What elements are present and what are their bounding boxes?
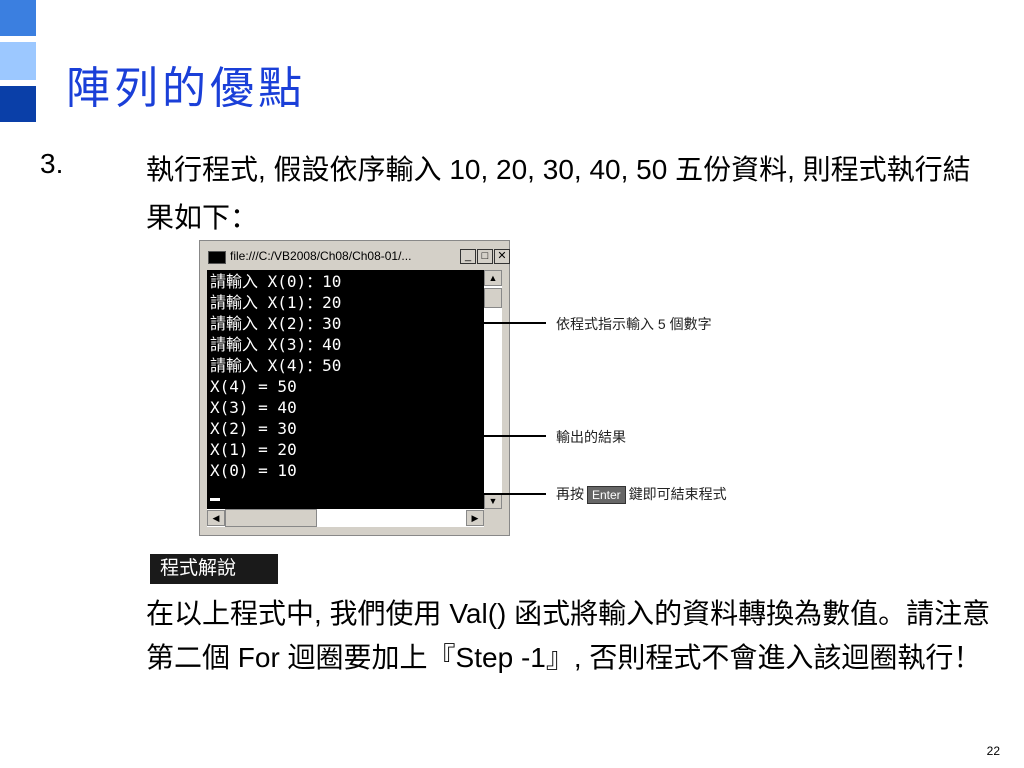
minimize-button[interactable]: _ xyxy=(460,249,476,264)
scroll-left-arrow-icon[interactable]: ◀ xyxy=(207,510,225,526)
annotation-end-prefix: 再按 xyxy=(556,486,584,502)
input-bracket xyxy=(362,276,383,375)
slide-title: 陣列的優點 xyxy=(66,63,306,114)
scroll-right-arrow-icon[interactable]: ▶ xyxy=(466,510,484,526)
window-titlebar[interactable]: file:///C:/VB2008/Ch08/Ch08-01/... _ □ ✕ xyxy=(206,248,510,266)
output-bracket xyxy=(312,387,332,485)
console-line: X(1) = 20 xyxy=(210,440,297,459)
console-window[interactable]: file:///C:/VB2008/Ch08/Ch08-01/... _ □ ✕… xyxy=(199,240,510,536)
console-line: 請輸入 X(1)：20 xyxy=(210,293,342,312)
vertical-scroll-thumb[interactable] xyxy=(484,288,502,308)
console-line: X(3) = 40 xyxy=(210,398,297,417)
page-number: 22 xyxy=(986,744,1000,758)
maximize-button[interactable]: □ xyxy=(477,249,493,264)
console-output[interactable]: 請輸入 X(0)：10 請輸入 X(1)：20 請輸入 X(2)：30 請輸入 … xyxy=(207,270,484,509)
step-description: 執行程式, 假設依序輸入 10, 20, 30, 40, 50 五份資料, 則程… xyxy=(146,154,971,233)
annotation-output: 輸出的結果 xyxy=(556,429,626,445)
decor-square-top xyxy=(0,0,36,36)
close-button[interactable]: ✕ xyxy=(494,249,510,264)
item-number: 3. xyxy=(40,148,64,179)
console-line: X(0) = 10 xyxy=(210,461,297,480)
console-line: 請輸入 X(3)：40 xyxy=(210,335,342,354)
scroll-up-arrow-icon[interactable]: ▲ xyxy=(484,270,502,286)
console-line: X(4) = 50 xyxy=(210,377,297,396)
decor-square-bottom xyxy=(0,86,36,122)
console-line: 請輸入 X(2)：30 xyxy=(210,314,342,333)
console-icon xyxy=(208,251,226,264)
decor-square-middle xyxy=(0,42,36,80)
text-cursor xyxy=(210,498,220,501)
enter-key-label: Enter xyxy=(587,486,626,505)
console-line: 請輸入 X(4)：50 xyxy=(210,356,342,375)
console-line: X(2) = 30 xyxy=(210,419,297,438)
annotation-input: 依程式指示輸入 5 個數字 xyxy=(556,316,712,332)
explanation-badge: 程式解說 xyxy=(150,554,278,584)
console-line: 請輸入 X(0)：10 xyxy=(210,272,342,291)
vertical-scrollbar[interactable]: ▲ ▼ xyxy=(484,270,502,509)
explanation-text: 在以上程式中, 我們使用 Val() 函式將輸入的資料轉換為數值。請注意第二個 … xyxy=(146,598,991,673)
horizontal-scrollbar[interactable]: ◀ ▶ xyxy=(207,509,484,527)
window-title: file:///C:/VB2008/Ch08/Ch08-01/... xyxy=(230,249,412,263)
horizontal-scroll-thumb[interactable] xyxy=(225,509,317,527)
annotation-end-suffix: 鍵即可結束程式 xyxy=(628,486,727,502)
